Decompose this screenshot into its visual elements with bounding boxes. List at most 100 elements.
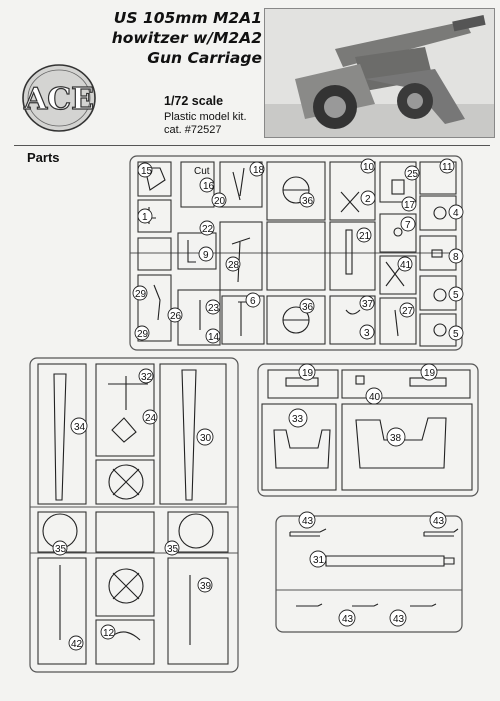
label-28: 28 [228, 260, 240, 271]
label-35-right: 35 [167, 544, 179, 555]
label-32: 32 [141, 372, 153, 383]
part-43-top-right-shape [423, 528, 459, 537]
label-43-bottom-right: 43 [393, 614, 405, 625]
label-6: 6 [250, 296, 256, 307]
part-43-bottom-right-shape [410, 603, 437, 607]
part-8-shape [431, 249, 443, 258]
label-11: 11 [442, 162, 453, 173]
label-36-top: 36 [302, 196, 314, 207]
sprue-b: 34 32 24 30 35 35 39 42 12 [29, 357, 239, 673]
title-line-3: Gun Carriage [147, 49, 262, 67]
ace-logo: ACE [22, 64, 96, 132]
label-22: 22 [202, 224, 214, 235]
part-9-shape [187, 240, 196, 263]
part-38-shape [355, 417, 447, 469]
part-4-shape [433, 206, 447, 220]
scale-label: 1/72 scale [164, 94, 224, 108]
part-37-shape [345, 309, 361, 315]
label-14: 14 [208, 332, 220, 343]
label-29-bottom: 29 [137, 329, 149, 340]
label-37: 37 [362, 299, 374, 310]
label-4: 4 [453, 208, 459, 219]
header-divider [14, 145, 490, 146]
sprue-d-frame [275, 515, 463, 633]
sprue-a: 15 Cut 16 18 10 25 11 1 20 36 2 17 4 22 … [129, 155, 464, 351]
part-20-shape [232, 167, 245, 201]
part-43-bottom-mid-shape [352, 603, 379, 607]
label-16: 16 [203, 181, 215, 192]
part-43-top-left-shape [289, 528, 327, 537]
label-36-bottom: 36 [302, 302, 314, 313]
label-27: 27 [402, 306, 414, 317]
label-43-top-left: 43 [302, 516, 314, 527]
label-5-top: 5 [453, 290, 459, 301]
label-30: 30 [200, 433, 212, 444]
label-19-right: 19 [424, 368, 436, 379]
part-32-shape [108, 376, 148, 410]
label-12: 12 [103, 628, 115, 639]
part-30-shape [181, 369, 197, 501]
label-3: 3 [364, 328, 370, 339]
catalog-number: cat. #72527 [164, 124, 222, 136]
part-34-shape [53, 373, 67, 501]
label-5-bottom: 5 [453, 329, 459, 340]
label-38: 38 [390, 433, 402, 444]
label-43-top-right: 43 [433, 516, 445, 527]
label-26: 26 [170, 311, 182, 322]
label-8: 8 [453, 252, 459, 263]
label-9: 9 [203, 250, 209, 261]
label-42: 42 [71, 639, 83, 650]
product-photo [264, 8, 495, 138]
part-2-shape [340, 191, 360, 213]
part-27-shape [394, 309, 399, 337]
wheel-center-shape [108, 464, 144, 500]
part-33-shape [273, 429, 331, 469]
part-31-shape [325, 555, 455, 567]
label-10: 10 [363, 162, 375, 173]
label-24: 24 [145, 413, 157, 424]
label-7: 7 [405, 220, 411, 231]
part-5a-shape [433, 288, 447, 302]
sprue-c: 19 19 40 33 38 [257, 363, 479, 497]
part-19-left-shape [285, 377, 319, 387]
kit-type-label: Plastic model kit. [164, 111, 247, 123]
label-15: 15 [141, 166, 153, 177]
label-43-bottom-left: 43 [342, 614, 354, 625]
part-7-shape [393, 227, 403, 237]
label-cut: Cut [194, 166, 210, 177]
part-6-shape [238, 301, 246, 336]
label-31: 31 [313, 555, 325, 566]
label-1: 1 [142, 212, 148, 223]
label-21: 21 [359, 231, 371, 242]
sprue-d: 43 43 31 43 43 [275, 511, 463, 633]
sprue-b-frame [29, 357, 239, 673]
label-34: 34 [74, 422, 86, 433]
part-5b-shape [433, 323, 447, 337]
logo-lettering: ACE [23, 82, 94, 117]
label-25: 25 [407, 169, 419, 180]
label-41: 41 [400, 260, 412, 271]
title-line-2: howitzer w/M2A2 [111, 29, 262, 47]
part-21-shape [345, 229, 353, 275]
title-line-1: US 105mm M2A1 [113, 9, 262, 27]
part-17-shape [391, 179, 405, 195]
kit-title: US 105mm M2A1 howitzer w/M2A2 Gun Carria… [40, 8, 262, 68]
howitzer-photo-icon [265, 9, 494, 137]
label-33: 33 [292, 414, 304, 425]
part-40-shape [355, 375, 365, 385]
parts-heading: Parts [27, 150, 60, 165]
part-24-shape [111, 417, 137, 443]
label-23: 23 [208, 303, 220, 314]
label-17: 17 [404, 200, 416, 211]
label-20: 20 [214, 196, 226, 207]
part-35-right-shape [178, 513, 214, 549]
label-35-left: 35 [55, 544, 67, 555]
label-29-top: 29 [135, 289, 147, 300]
label-2: 2 [365, 194, 371, 205]
part-15-shape [144, 167, 166, 191]
wheel-lower-shape [108, 568, 144, 604]
part-43-bottom-left-shape [296, 603, 323, 607]
label-40: 40 [369, 392, 381, 403]
